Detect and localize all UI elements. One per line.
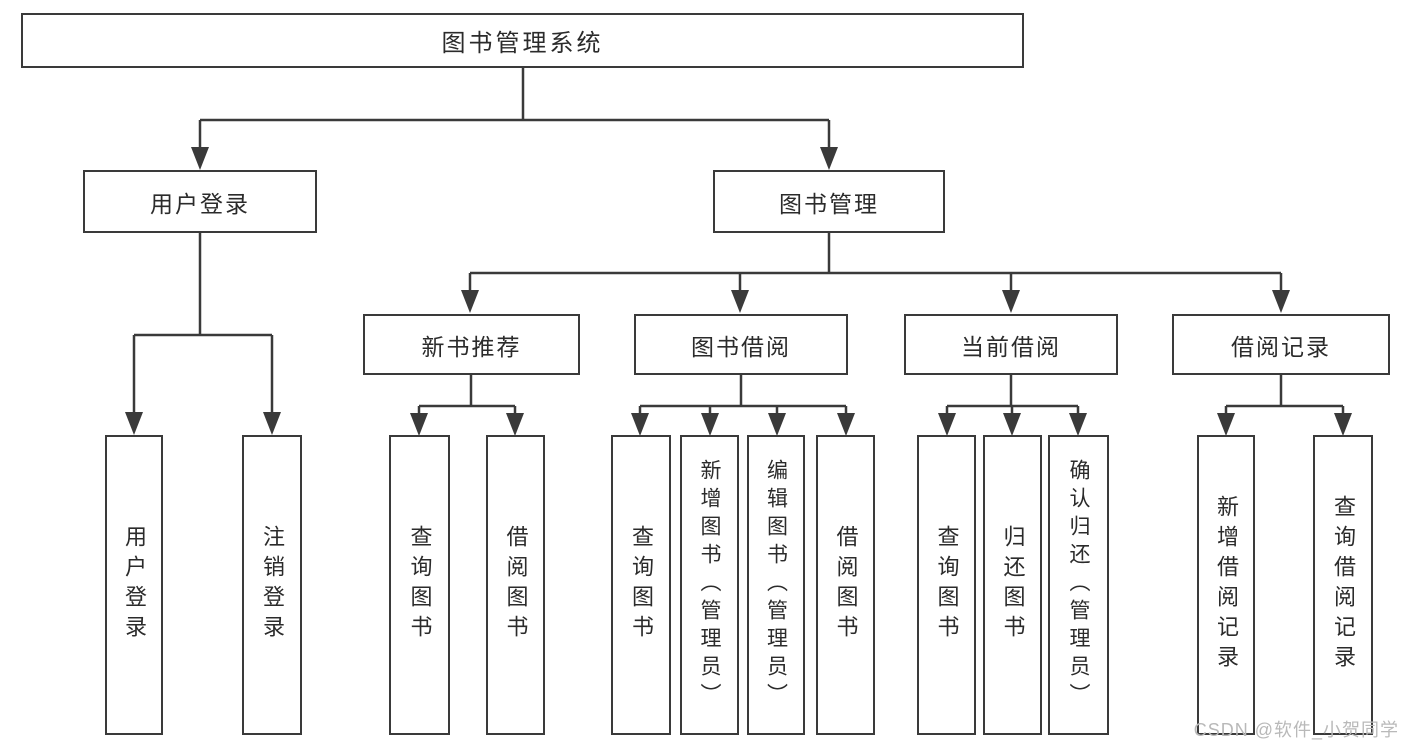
node-cb-confirm-return-admin: 确认归还（管理员） [1048, 435, 1109, 735]
node-book-management: 图书管理 [713, 170, 945, 233]
node-root-system: 图书管理系统 [21, 13, 1024, 68]
node-user-login-action: 用户登录 [105, 435, 163, 735]
node-bb-edit-book-admin: 编辑图书（管理员） [747, 435, 805, 735]
node-current-borrow: 当前借阅 [904, 314, 1118, 375]
node-user-login: 用户登录 [83, 170, 317, 233]
node-cb-return-book: 归还图书 [983, 435, 1042, 735]
node-bb-borrow-book: 借阅图书 [816, 435, 875, 735]
node-bb-query-book: 查询图书 [611, 435, 671, 735]
node-cb-query-book: 查询图书 [917, 435, 976, 735]
node-br-query-record: 查询借阅记录 [1313, 435, 1373, 735]
csdn-watermark: CSDN @软件_小贺同学 [1193, 720, 1399, 740]
node-book-borrow: 图书借阅 [634, 314, 848, 375]
node-bb-add-book-admin: 新增图书（管理员） [680, 435, 739, 735]
node-br-add-record: 新增借阅记录 [1197, 435, 1255, 735]
node-nb-borrow-book: 借阅图书 [486, 435, 545, 735]
node-new-book-recommend: 新书推荐 [363, 314, 580, 375]
node-nb-query-book: 查询图书 [389, 435, 450, 735]
node-borrow-records: 借阅记录 [1172, 314, 1390, 375]
node-logout: 注销登录 [242, 435, 302, 735]
